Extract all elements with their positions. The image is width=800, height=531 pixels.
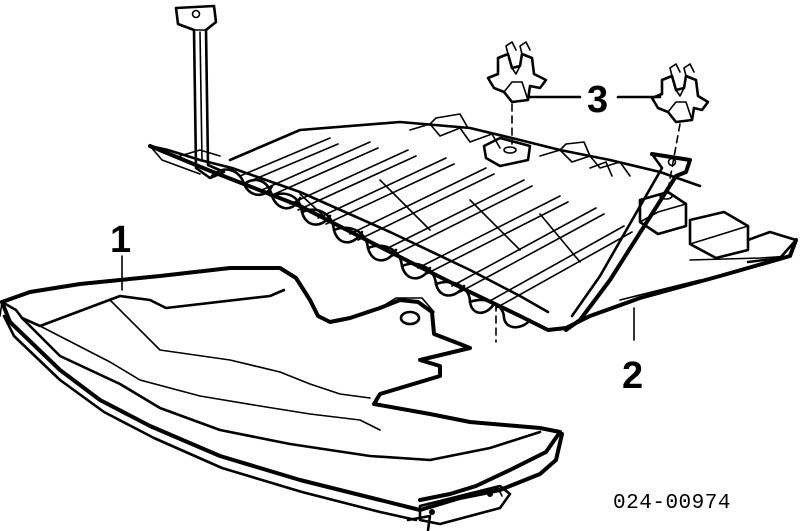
callout-1: 1	[110, 219, 131, 261]
part-1-lower-shield	[0, 266, 564, 531]
alignment-lines	[495, 103, 681, 343]
part-3-clip-right	[650, 63, 710, 124]
diagram-code: 024-00974	[613, 492, 731, 515]
frame-left-members	[149, 145, 221, 175]
clip-mount-holes	[482, 136, 673, 200]
callout-3: 3	[587, 79, 608, 121]
part-3-clip-left	[486, 41, 548, 104]
frame-rear-edge	[228, 120, 702, 188]
frame-slats	[239, 137, 633, 309]
frame-rear-flange	[409, 113, 631, 177]
frame-right-boxes	[619, 190, 798, 301]
callout-2: 2	[622, 355, 643, 397]
leader-lines	[121, 95, 662, 341]
part-2-skid-frame	[148, 4, 798, 332]
left-hanger-bracket	[174, 4, 226, 180]
